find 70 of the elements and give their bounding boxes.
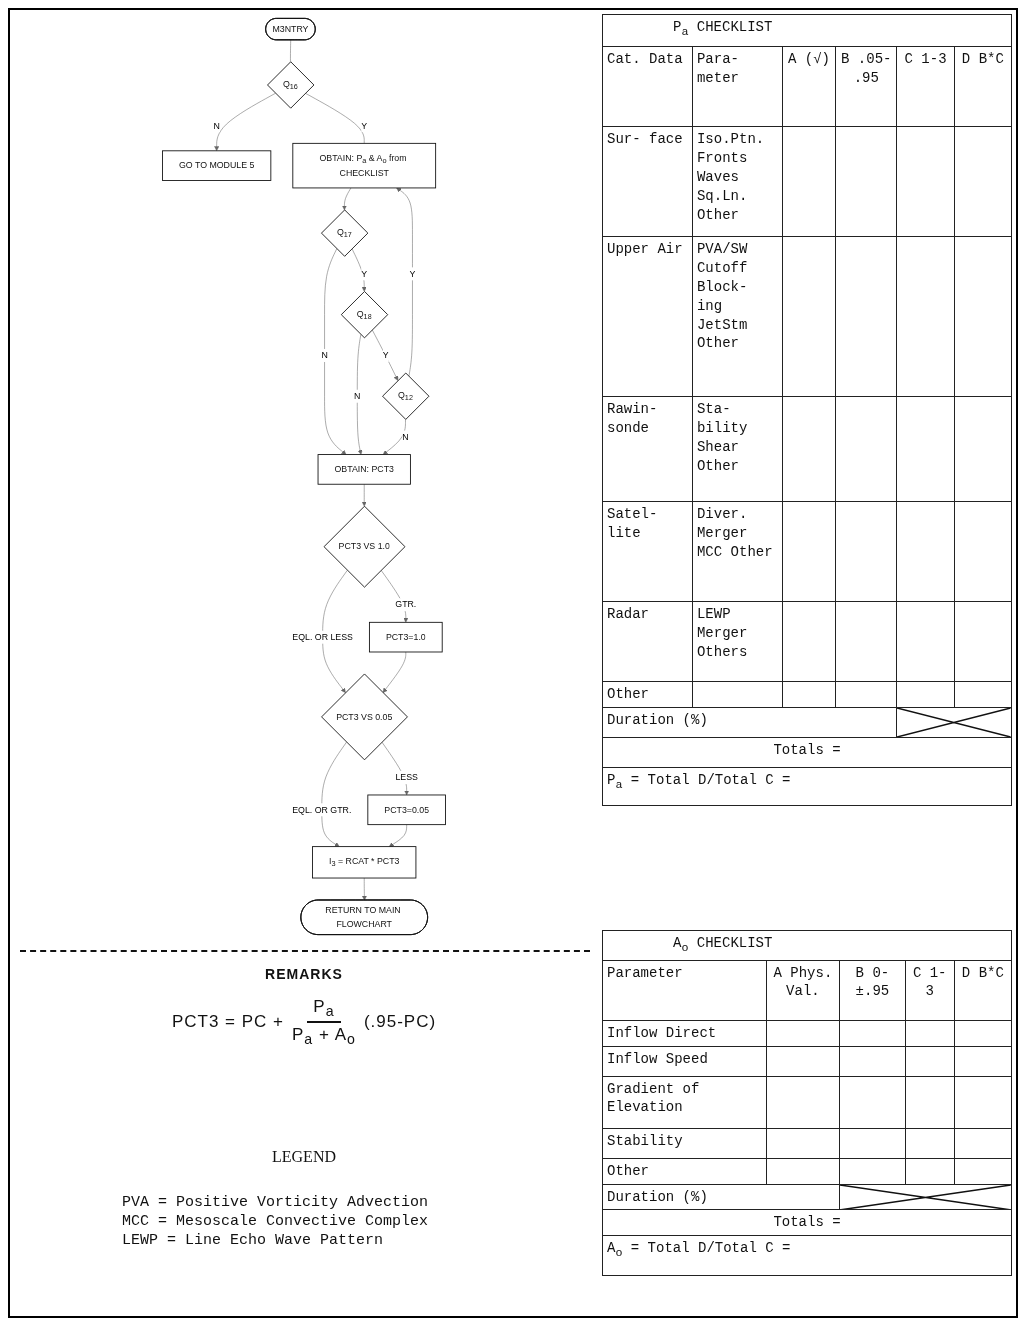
edge-label: LESS [395,772,418,782]
abbreviation-definition: MCC = Mesoscale Convective Complex [122,1212,430,1230]
edge-label: Y [361,120,368,131]
parameter-list: PVA/SW Cutoff Block- ing JetStm Other [696,241,748,352]
edge-label: Y [409,268,416,279]
parameter-list: Sta- bility Shear Other [696,401,748,474]
node-diamond: PCT3 VS 1.0 [323,505,406,588]
node-diamond: Q$_{16}$ [267,61,315,109]
row-label: Inflow Direct [607,1024,717,1041]
category-label: Radar [607,606,649,622]
column-header: B .05- .95 [841,51,892,86]
legend-heading: LEGEND [272,1147,336,1165]
node-box: OBTAIN: PCT3 [317,454,411,485]
edge-label: N [213,120,220,131]
column-header: D B*C [961,51,1004,67]
column-header: A Phys. Val. [773,964,833,1000]
fraction-denominator: P$_{a}$ + A$_{o}$ [292,1024,356,1048]
column-header: Parameter [607,964,683,981]
abbreviation-definition: LEWP = Line Echo Wave Pattern [122,1231,385,1249]
edge-label: GTR. [395,599,417,610]
row-label: Duration (%) [607,1188,708,1205]
edge-label: N [321,350,328,360]
row-label: Stability [607,1132,683,1149]
edge-label: N [402,432,409,442]
formula-text: (.95-PC) [363,1012,437,1033]
category-label: Satel- lite [607,506,658,541]
column-header: B 0- ±.95 [855,964,890,1000]
edge-label: N [354,391,361,401]
parameter-list: Iso.Ptn. Fronts Waves Sq.Ln. Other [696,131,765,223]
column-header: Para- meter [696,51,739,86]
row-label: Gradient of Elevation [607,1080,700,1116]
heading-text: REMARKS [265,966,343,982]
node-box: PCT3=0.05 [367,794,446,826]
edge-label: EQL. OR LESS [292,632,353,642]
node-box: PCT3=1.0 [369,621,443,653]
edge-label: Y [361,268,368,279]
edge-label: EQL. OR GTR. [292,804,352,815]
row-label: Inflow Speed [607,1050,708,1067]
category-label: Upper Air [607,241,683,257]
column-header: C 1-3 [904,51,947,67]
fraction-numerator: P$_{a}$ [307,997,341,1024]
node-diamond: Q$_{12}$ [382,372,430,420]
table-title: P$_{a}$ CHECKLIST [673,19,773,35]
column-header: A (√) [788,51,830,67]
category-label: Other [607,686,649,702]
row-label: Other [607,1162,649,1179]
node-diamond: Q$_{17}$ [321,209,369,257]
total-label: Totals = [773,1214,841,1231]
formula-text: PCT3 = PC + [171,1012,284,1033]
column-header: Cat. Data [607,51,683,67]
ratio-label: A$_{o}$ = Total D/Total C = [607,1240,791,1257]
column-header: C 1-3 [912,964,947,1000]
node-box: GO TO MODULE 5 [162,150,272,181]
total-label: Totals = [773,742,841,758]
column-header: D B*C [961,964,1004,981]
edge-label: Y [382,350,389,360]
node-diamond: PCT3 VS 0.05 [321,673,408,761]
connector [305,92,365,144]
parameter-list: Diver. Merger MCC Other [696,506,773,560]
parameter-list: LEWP Merger Others [696,606,748,660]
abbreviation-definition: PVA = Positive Vorticity Advection [122,1193,430,1211]
category-label: Rawin- sonde [607,401,658,436]
connector [290,39,291,63]
node-box: OBTAIN: P$_{a}$ & A$_{o}$ from CHECKLIST [292,142,437,189]
row-label: Duration (%) [607,712,708,728]
ratio-label: P$_{a}$ = Total D/Total C = [607,772,791,788]
category-label: Sur- face [607,131,683,147]
table-title: A$_{o}$ CHECKLIST [673,935,773,951]
node-diamond: Q$_{18}$ [340,291,389,339]
node-box: I$_{3}$ = RCAT * PCT3 [312,846,417,879]
